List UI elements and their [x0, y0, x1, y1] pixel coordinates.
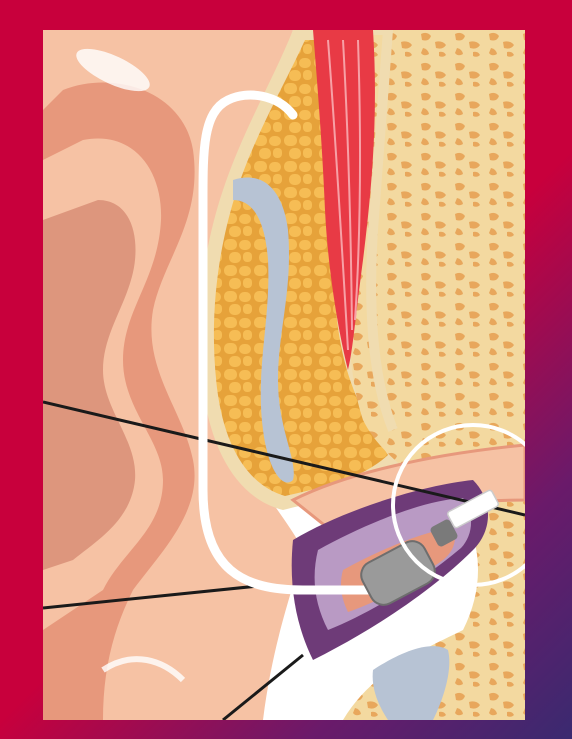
lower-gray-canal: [373, 646, 450, 720]
ear-cross-section-svg: [43, 30, 525, 720]
ear-illustration: [43, 30, 525, 720]
